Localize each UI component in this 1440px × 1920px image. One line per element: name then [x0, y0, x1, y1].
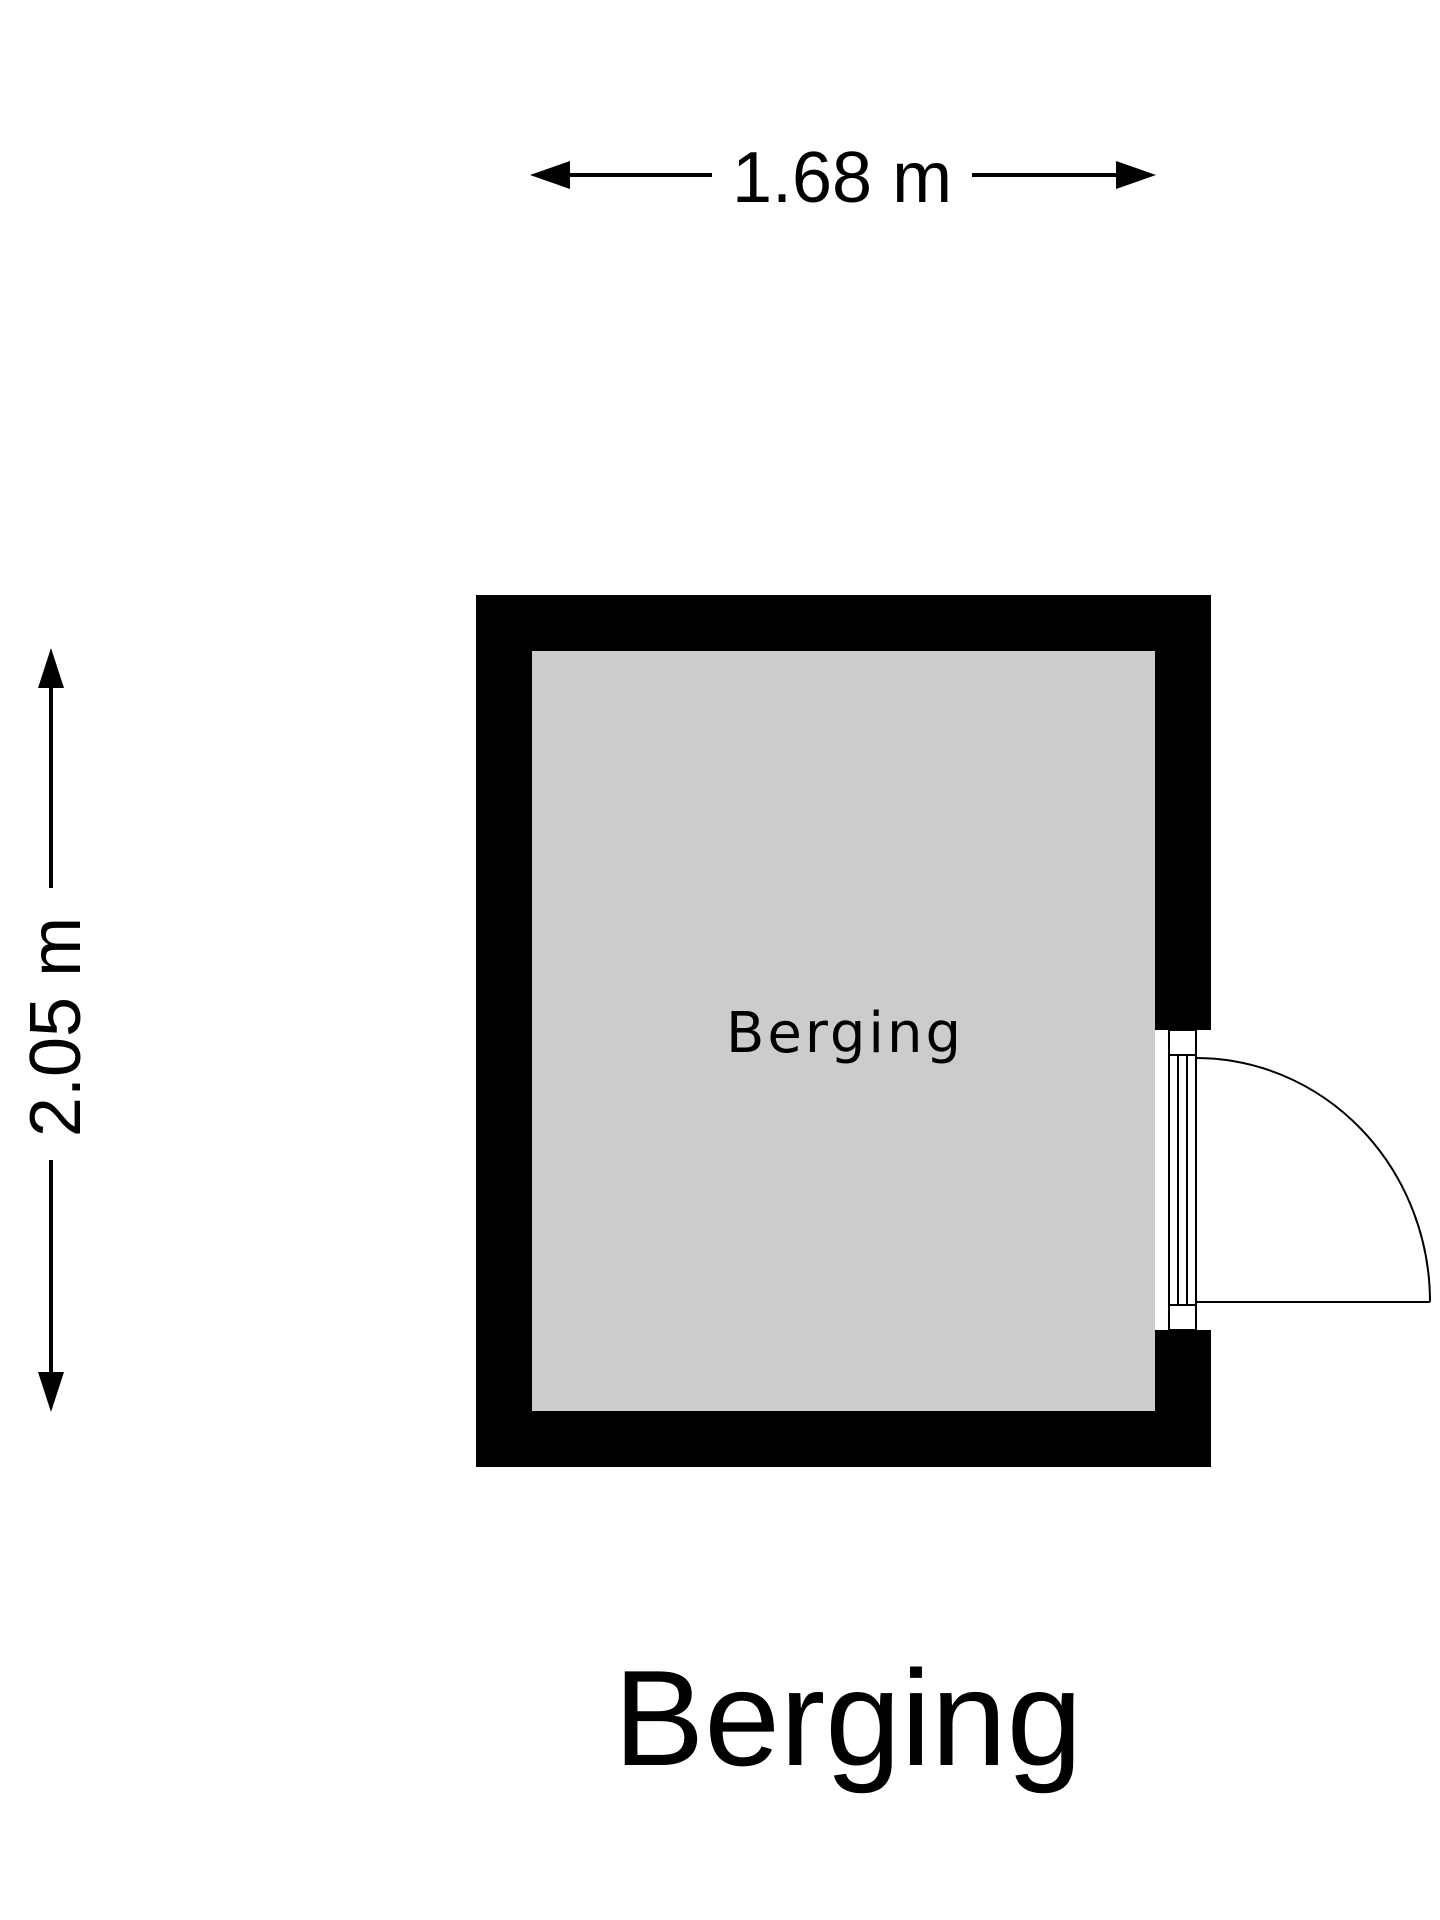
width-dimension-label: 1.68 m: [732, 138, 952, 218]
plan-title: Berging: [614, 1642, 1083, 1794]
width-arrow-right-icon: [1116, 161, 1156, 189]
height-arrow-top-icon: [38, 648, 64, 688]
room-floor: [532, 651, 1155, 1411]
width-dimension: 1.68 m: [530, 138, 1156, 218]
room-label: Berging: [726, 1001, 964, 1066]
door-frame: [1168, 1029, 1197, 1331]
width-arrow-left-icon: [530, 161, 570, 189]
door: [1155, 1029, 1431, 1331]
door-swing-arc: [1195, 1057, 1431, 1303]
height-arrow-bottom-icon: [38, 1372, 64, 1412]
height-dimension-label: 2.05 m: [16, 917, 96, 1137]
height-dimension: 2.05 m: [16, 648, 96, 1412]
